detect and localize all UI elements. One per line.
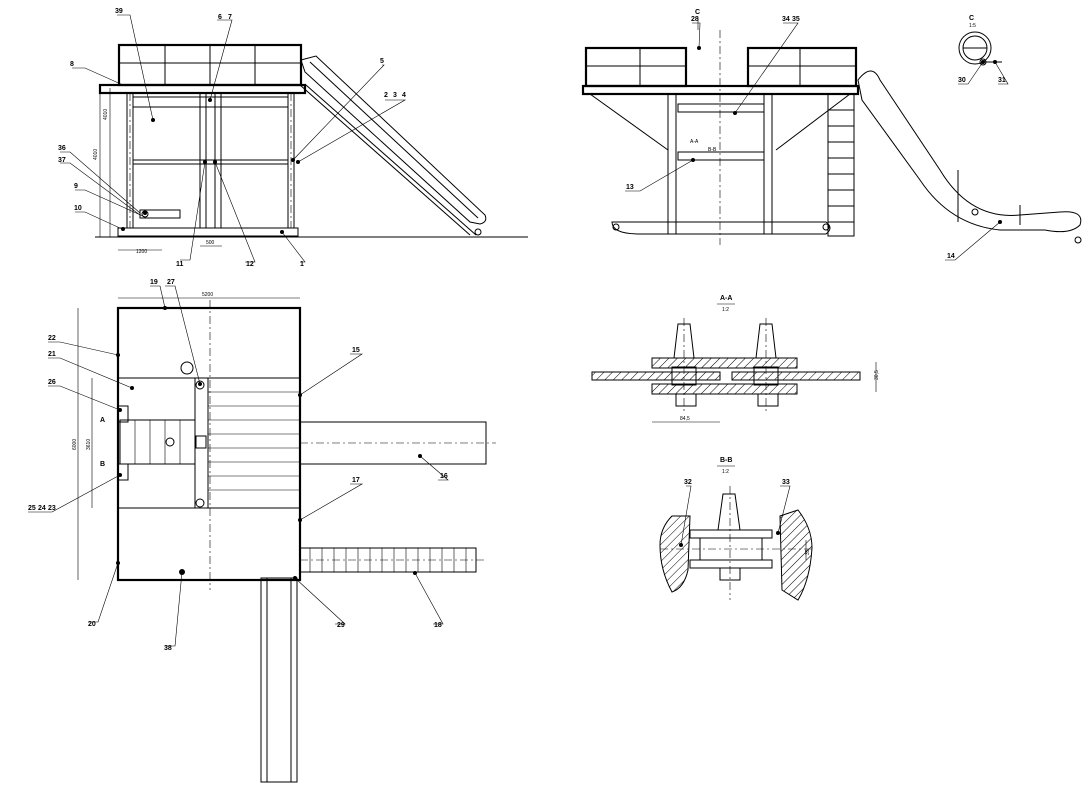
dim-section-aa-width: 84,5 xyxy=(680,416,690,422)
side-post xyxy=(763,93,773,235)
part-label-16: 16 xyxy=(440,473,448,480)
section-bb-title: B-B xyxy=(720,457,732,464)
section-aa-scale: 1:2 xyxy=(722,307,729,313)
part-label-24: 24 xyxy=(38,505,46,512)
part-label-30: 30 xyxy=(958,77,966,84)
front-stairs xyxy=(300,55,487,225)
section-bb-scale: 1:2 xyxy=(722,469,729,475)
part-label-36: 36 xyxy=(58,145,66,152)
part-label-9: 9 xyxy=(74,183,78,190)
part-label-18: 18 xyxy=(434,622,442,629)
side-view: C 28 34 35 13 14 A-A B-B xyxy=(581,9,1082,261)
part-label-21: 21 xyxy=(48,351,56,358)
side-slide xyxy=(857,70,1082,233)
detail-c-view: C 1:5 30 31 xyxy=(958,15,1009,85)
dim-section-bb-height: 35 xyxy=(805,549,811,555)
part-label-8: 8 xyxy=(70,61,74,68)
plan-view: 5200 6000 3610 19 27 22 21 26 25 24 23 2… xyxy=(28,279,496,783)
plan-marker-b: B xyxy=(100,461,105,468)
part-label-1: 1 xyxy=(300,261,304,268)
front-view: 1200 500 4010 4010 39 8 6 7 5 2 3 4 36 3… xyxy=(58,8,528,268)
section-bb-view: B-B 1:2 32 33 35 xyxy=(659,457,813,601)
part-label-5: 5 xyxy=(380,58,384,65)
part-label-12: 12 xyxy=(246,261,254,268)
part-label-26: 26 xyxy=(48,379,56,386)
dim-plan-depth-inner: 3610 xyxy=(86,439,92,450)
part-label-13: 13 xyxy=(626,184,634,191)
part-label-14: 14 xyxy=(947,253,955,260)
side-base-skid xyxy=(611,221,831,235)
part-label-2: 2 xyxy=(384,92,388,99)
front-deck xyxy=(98,83,307,95)
part-label-10: 10 xyxy=(74,205,82,212)
front-base xyxy=(117,227,299,237)
side-deck xyxy=(581,84,860,96)
detail-c-scale: 1:5 xyxy=(969,23,976,29)
part-label-11: 11 xyxy=(176,261,184,268)
dim-front-height-b: 4010 xyxy=(103,109,109,120)
plan-outline xyxy=(116,306,302,582)
side-post xyxy=(667,93,677,235)
side-railing-right xyxy=(746,46,858,88)
part-label-34: 34 xyxy=(782,16,790,23)
dim-plan-depth: 6000 xyxy=(72,439,78,450)
part-label-32: 32 xyxy=(684,479,692,486)
side-marker-c: C xyxy=(695,9,700,16)
side-section-label-b: B-B xyxy=(708,147,717,153)
part-label-25: 25 xyxy=(28,505,36,512)
dim-front-height-a: 4010 xyxy=(93,149,99,160)
plan-south-ladder xyxy=(260,577,298,783)
side-ladder xyxy=(827,93,855,237)
detail-c-title: C xyxy=(969,15,974,22)
part-label-33: 33 xyxy=(782,479,790,486)
part-label-20: 20 xyxy=(88,621,96,628)
part-label-23: 23 xyxy=(48,505,56,512)
part-label-6: 6 xyxy=(218,14,222,21)
part-label-15: 15 xyxy=(352,347,360,354)
part-label-3: 3 xyxy=(393,92,397,99)
part-label-19: 19 xyxy=(150,279,158,286)
dim-section-aa-height: 30,5 xyxy=(874,370,880,380)
part-label-7: 7 xyxy=(228,14,232,21)
part-label-38: 38 xyxy=(164,645,172,652)
dim-front-width-a: 1200 xyxy=(136,249,147,255)
part-label-28: 28 xyxy=(691,16,699,23)
part-label-29: 29 xyxy=(337,622,345,629)
part-label-4: 4 xyxy=(402,92,406,99)
side-railing-left xyxy=(584,46,688,88)
dim-plan-width: 5200 xyxy=(202,292,213,298)
section-aa-title: A-A xyxy=(720,295,732,302)
part-label-31: 31 xyxy=(998,77,1006,84)
part-label-35: 35 xyxy=(792,16,800,23)
part-label-22: 22 xyxy=(48,335,56,342)
side-section-label-a: A-A xyxy=(690,139,699,145)
part-label-27: 27 xyxy=(167,279,175,286)
part-label-37: 37 xyxy=(58,157,66,164)
section-aa-view: A-A 1:2 84,5 30,5 xyxy=(591,295,880,423)
part-label-17: 17 xyxy=(352,477,360,484)
plan-marker-a: A xyxy=(100,417,105,424)
part-label-39: 39 xyxy=(115,8,123,15)
dim-front-width-b: 500 xyxy=(206,240,215,246)
